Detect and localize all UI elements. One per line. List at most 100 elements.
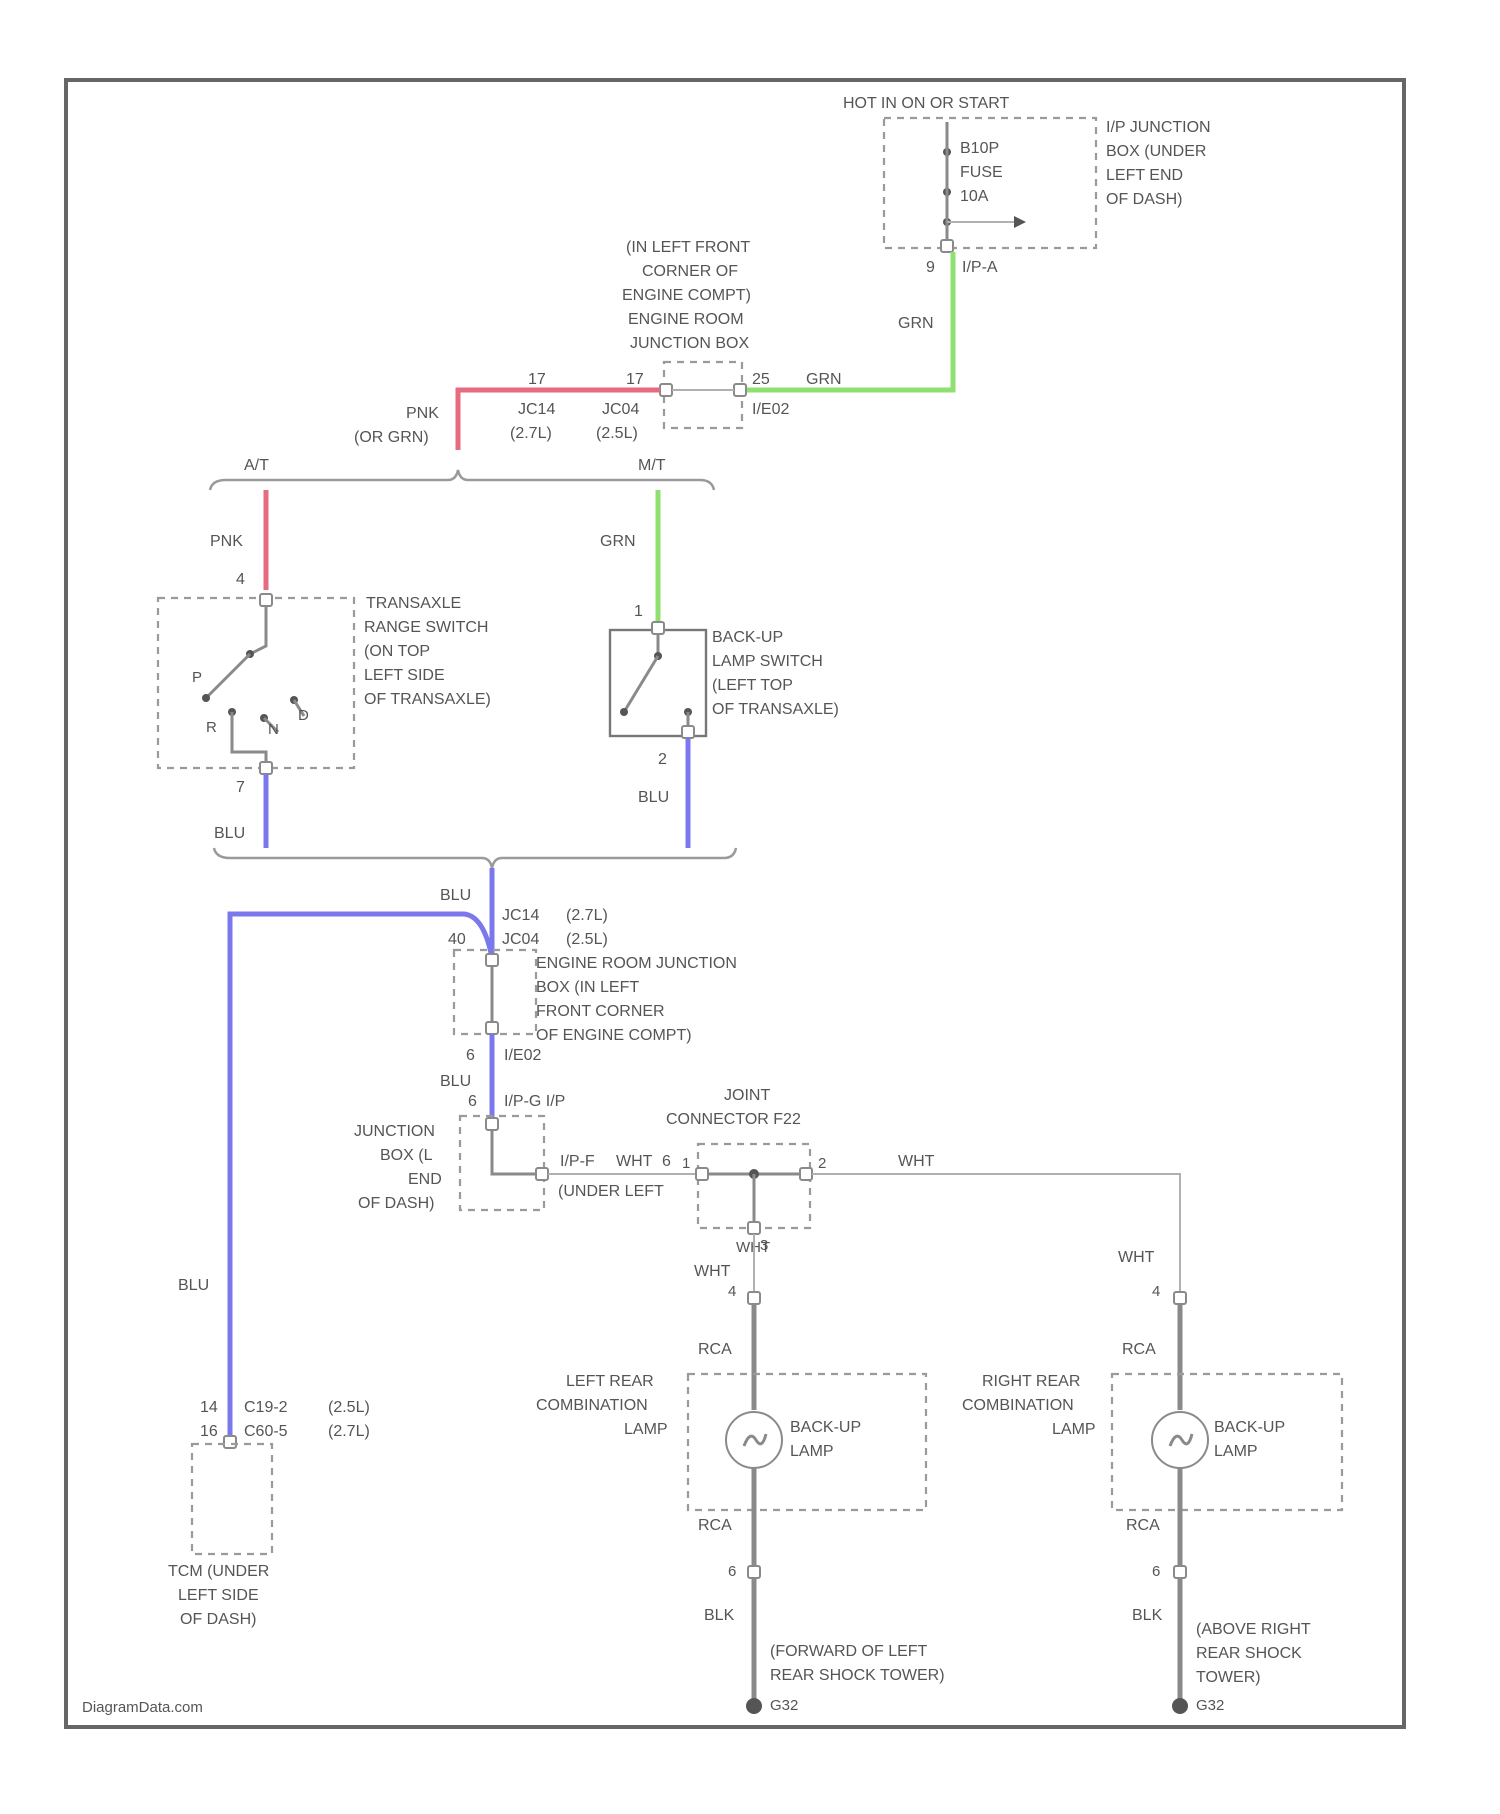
transaxle-range-switch: 4 P R N D 7 TRANSAXLE RANGE SWITCH (ON T…: [158, 571, 491, 796]
right-lamp-outline: [1112, 1374, 1342, 1510]
left-lamp-pin-top-number: 4: [728, 1283, 736, 1300]
fuse-box-location-2: BOX (UNDER: [1106, 143, 1206, 160]
range-switch-pin-bottom: [260, 762, 272, 774]
tcm-location-2: LEFT SIDE: [178, 1587, 259, 1604]
er-jb-lower-conn-b-note: (2.5L): [566, 931, 608, 948]
ground-right: (ABOVE RIGHT REAR SHOCK TOWER) G32: [1172, 1621, 1311, 1714]
left-lamp-name-2: LAMP: [790, 1443, 834, 1460]
left-lamp-location-3: LAMP: [624, 1421, 668, 1438]
er-jb-top-pin-right: [734, 384, 746, 396]
right-rear-combination-lamp: 4 RCA BACK-UP LAMP RIGHT REAR COMBINATIO…: [962, 1283, 1342, 1580]
ground-left-location-2: REAR SHOCK TOWER): [770, 1667, 945, 1684]
option-brace-bottom: [214, 848, 736, 868]
blk-left-label: BLK: [704, 1607, 735, 1624]
er-jb-lower-conn-b: JC04: [502, 931, 539, 948]
ip-jb-lower-internal: [492, 1130, 538, 1174]
wht-wire-right-run: [812, 1174, 1180, 1294]
ground-right-location-3: TOWER): [1196, 1669, 1261, 1686]
ground-left: (FORWARD OF LEFT REAR SHOCK TOWER) G32: [746, 1643, 945, 1714]
wht-right-run-label: WHT: [898, 1153, 935, 1170]
er-jb-top-conn-b: JC04: [602, 401, 639, 418]
joint-connector-title-2: CONNECTOR F22: [666, 1111, 801, 1128]
er-jb-top-conn-a-note: (2.7L): [510, 425, 552, 442]
er-jb-lower-location-3: FRONT CORNER: [536, 1003, 665, 1020]
tcm-pin-b: 16: [200, 1423, 218, 1440]
tcm-conn-a: C19-2: [244, 1399, 288, 1416]
backup-switch-location-1: BACK-UP: [712, 629, 783, 646]
er-jb-top-location-5: JUNCTION BOX: [630, 335, 749, 352]
er-jb-top-pin-left: [660, 384, 672, 396]
backup-switch-pin-bottom: [682, 726, 694, 738]
rca-right-top-label: RCA: [1122, 1341, 1156, 1358]
range-switch-pin-top-number: 4: [236, 571, 245, 588]
range-switch-pin-top: [260, 594, 272, 606]
ground-right-location-2: REAR SHOCK: [1196, 1645, 1302, 1662]
right-lamp-name-2: LAMP: [1214, 1443, 1258, 1460]
left-rear-combination-lamp: 4 RCA BACK-UP LAMP LEFT REAR COMBINATION…: [536, 1283, 926, 1580]
rca-left-top-label: RCA: [698, 1341, 732, 1358]
right-lamp-name-1: BACK-UP: [1214, 1419, 1285, 1436]
joint-connector-pin-right: [800, 1168, 812, 1180]
ground-right-symbol: [1172, 1698, 1188, 1714]
fuse-box-pin: [941, 240, 953, 252]
wht-right-drop-label: WHT: [1118, 1249, 1155, 1266]
fuse-box-outline: [884, 118, 1096, 248]
er-jb-top-location-1: (IN LEFT FRONT: [626, 239, 750, 256]
right-lamp-pin-top: [1174, 1292, 1186, 1304]
branch-auto-label: A/T: [244, 457, 269, 474]
contact-d-label: D: [298, 707, 309, 724]
right-lamp-location-3: LAMP: [1052, 1421, 1096, 1438]
tcm-note-b: (2.7L): [328, 1423, 370, 1440]
wht-left-drop-label: WHT: [694, 1263, 731, 1280]
tcm-location-1: TCM (UNDER: [168, 1563, 269, 1580]
er-jb-top-location-3: ENGINE COMPT): [622, 287, 751, 304]
tcm-note-a: (2.5L): [328, 1399, 370, 1416]
ground-left-id: G32: [770, 1697, 798, 1714]
wht-joint-label: WHT: [616, 1153, 653, 1170]
er-jb-top-location-2: CORNER OF: [642, 263, 738, 280]
ip-jb-lower-connector-right: I/P-F: [560, 1153, 595, 1170]
er-jb-top-pin-left-outer: 17: [528, 371, 546, 388]
backup-switch-pin-bottom-number: 2: [658, 751, 667, 768]
left-lamp-outline: [688, 1374, 926, 1510]
er-jb-top-location-4: ENGINE ROOM: [628, 311, 744, 328]
fuse-box-branch-arrow: [1014, 216, 1026, 228]
range-switch-location-4: LEFT SIDE: [364, 667, 445, 684]
ip-jb-lower-pin-right-shape: [536, 1168, 548, 1180]
ground-right-location-1: (ABOVE RIGHT: [1196, 1621, 1311, 1638]
joint-connector-pin-bottom: [748, 1222, 760, 1234]
ip-jb-lower-pin-top: 6: [468, 1093, 477, 1110]
fuse-label-line-1: B10P: [960, 140, 999, 157]
tcm-conn-b: C60-5: [244, 1423, 288, 1440]
ip-jb-lower-connector-top: I/P-G I/P: [504, 1093, 565, 1110]
er-jb-lower-pin-top-shape: [486, 954, 498, 966]
joint-connector-pin-left-number: 1: [682, 1155, 690, 1172]
tcm-outline: [192, 1444, 272, 1554]
backup-switch-pin-top: [652, 622, 664, 634]
right-lamp-pin-top-number: 4: [1152, 1283, 1160, 1300]
blu-right-label: BLU: [638, 789, 669, 806]
blu-wire-to-tcm: [230, 914, 492, 1436]
right-lamp-location-1: RIGHT REAR: [982, 1373, 1080, 1390]
ground-left-location-1: (FORWARD OF LEFT: [770, 1643, 928, 1660]
blu-left-label: BLU: [214, 825, 245, 842]
backup-switch-location-3: (LEFT TOP: [712, 677, 793, 694]
fuse-box-header: HOT IN ON OR START: [843, 95, 1009, 112]
ip-jb-lower-pin-top-shape: [486, 1118, 498, 1130]
joint-connector-f22: JOINT CONNECTOR F22 1 2 3 WHT: [666, 1087, 826, 1256]
joint-connector-pin-left: [696, 1168, 708, 1180]
er-jb-lower-location-4: OF ENGINE COMPT): [536, 1027, 692, 1044]
engine-room-junction-box-top: (IN LEFT FRONT CORNER OF ENGINE COMPT) E…: [510, 239, 789, 442]
backup-lamp-switch: 1 2 BACK-UP LAMP SWITCH (LEFT TOP OF TRA…: [610, 603, 839, 768]
range-switch-location-2: RANGE SWITCH: [364, 619, 488, 636]
tcm-pin-a: 14: [200, 1399, 218, 1416]
left-lamp-pin-bottom-number: 6: [728, 1563, 736, 1580]
blk-right-label: BLK: [1132, 1607, 1163, 1624]
right-lamp-pin-bottom-number: 6: [1152, 1563, 1160, 1580]
grn-branch-label: GRN: [600, 533, 636, 550]
fuse-box-connector: I/P-A: [962, 259, 998, 276]
er-jb-lower-connector-bottom: I/E02: [504, 1047, 541, 1064]
pnk-or-grn-label-1: PNK: [406, 405, 439, 422]
tcm: 14 C19-2 (2.5L) 16 C60-5 (2.7L) TCM (UND…: [168, 1399, 370, 1628]
